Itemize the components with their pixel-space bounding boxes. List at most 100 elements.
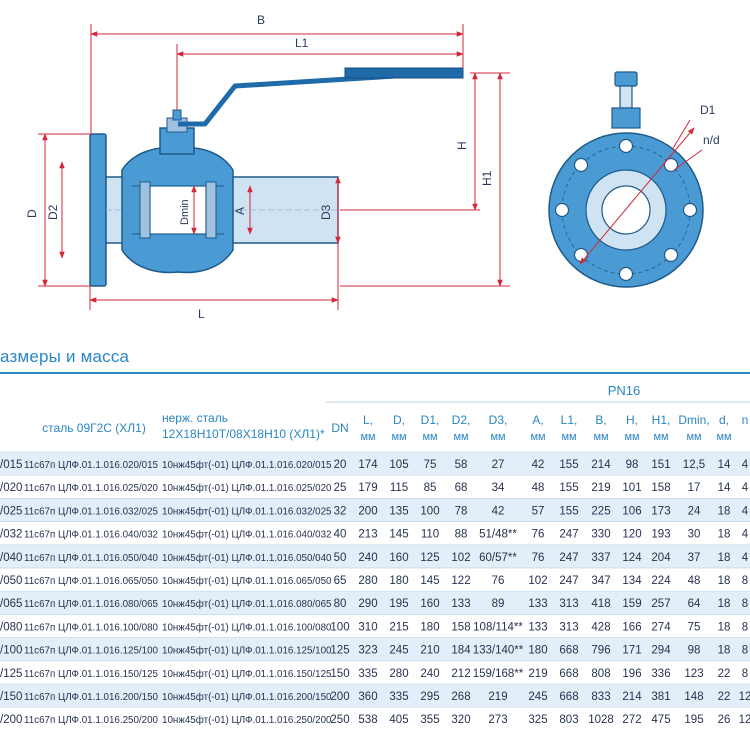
- table-cell: /025: [0, 505, 22, 517]
- valve-side-view: [89, 67, 464, 287]
- table-cell: 18: [718, 552, 731, 564]
- table-cell: 145: [420, 575, 439, 587]
- table-cell: 122: [451, 575, 470, 587]
- table-cell: 10нж45фт(-01) ЦЛФ.01.1.016.200/150: [162, 692, 332, 703]
- table-cell: 428: [591, 621, 610, 633]
- table-cell: 4: [742, 459, 749, 471]
- stem-top: [172, 109, 182, 121]
- table-cell: 257: [651, 598, 670, 610]
- label-Dmin: Dmin: [179, 199, 191, 225]
- table-cell: /015: [0, 459, 22, 471]
- label-H: H: [455, 141, 469, 150]
- table-cell: 24: [688, 505, 701, 517]
- table-cell: 17: [688, 482, 701, 494]
- table-cell: 85: [424, 482, 437, 494]
- label-B: B: [257, 13, 265, 27]
- table-cell: 294: [651, 645, 671, 657]
- table-cell: /080: [0, 621, 22, 633]
- section-title: азмеры и масса: [0, 347, 130, 366]
- table-cell: 337: [591, 552, 610, 564]
- table-cell: 4: [742, 529, 749, 541]
- table-cell: 179: [358, 482, 377, 494]
- header-stainless-2: 12Х18Н10Т/08Х18Н10 (ХЛ1)*: [162, 427, 325, 441]
- table-cell: 11с67п ЦЛФ.01.1.016.150/125: [24, 669, 159, 680]
- table-cell: 11с67п ЦЛФ.01.1.016.040/032: [24, 530, 158, 541]
- header-dim-label: D1,: [421, 413, 440, 427]
- header-dn: DN: [331, 421, 348, 435]
- table-cell: 475: [651, 714, 670, 726]
- table-cell: 166: [622, 621, 641, 633]
- table-cell: 808: [591, 668, 610, 680]
- table-cell: 280: [358, 575, 377, 587]
- header-steel: сталь 09Г2С (ХЛ1): [42, 421, 146, 435]
- table-cell: 272: [622, 714, 641, 726]
- table-cell: 12: [739, 714, 750, 726]
- label-L1: L1: [295, 36, 309, 50]
- handle-lever: [178, 69, 461, 127]
- table-cell: 295: [420, 691, 439, 703]
- table-cell: /020: [0, 482, 22, 494]
- table-cell: 102: [528, 575, 547, 587]
- table-cell: 8: [742, 575, 748, 587]
- seat-right: [205, 181, 217, 239]
- table-cell: 200: [358, 505, 377, 517]
- label-D1: D1: [700, 103, 716, 117]
- header-dim-label: H,: [626, 413, 638, 427]
- table-cell: 418: [591, 598, 610, 610]
- table-cell: 325: [528, 714, 547, 726]
- header-dim-label: D3,: [489, 413, 508, 427]
- label-D: D: [25, 209, 39, 218]
- table-cell: 10нж45фт(-01) ЦЛФ.01.1.016.020/015: [162, 460, 332, 471]
- title-divider: [0, 372, 750, 374]
- table-cell: /100: [0, 645, 22, 657]
- table-cell: 12,5: [683, 459, 705, 471]
- table-cell: 58: [455, 459, 468, 471]
- table-cell: 215: [389, 621, 408, 633]
- table-cell: 833: [591, 691, 610, 703]
- table-cell: 240: [358, 552, 377, 564]
- table-cell: 98: [626, 459, 639, 471]
- header-dim-unit: мм: [593, 431, 608, 443]
- table-cell: 11с67п ЦЛФ.01.1.016.025/020: [24, 483, 159, 494]
- table-cell: 124: [622, 552, 642, 564]
- table-cell: 310: [358, 621, 377, 633]
- table-cell: 273: [488, 714, 507, 726]
- table-cell: 245: [528, 691, 547, 703]
- table-cell: 34: [492, 482, 505, 494]
- dimension-labels: B L1 H H1 D D2 Dmin A D3 L: [25, 13, 494, 321]
- table-cell: 18: [718, 621, 731, 633]
- table-cell: 14: [718, 482, 731, 494]
- table-cell: 335: [358, 668, 377, 680]
- table-cell: 76: [492, 575, 505, 587]
- table-cell: 180: [420, 621, 439, 633]
- table-cell: 159/168**: [473, 668, 524, 680]
- table-cell: 133: [528, 598, 547, 610]
- table-cell: 11с67п ЦЛФ.01.1.016.250/200: [24, 715, 159, 726]
- table-cell: 68: [455, 482, 468, 494]
- table-cell: 247: [559, 552, 578, 564]
- table-cell: 10нж45фт(-01) ЦЛФ.01.1.016.050/040: [162, 553, 332, 564]
- pn-label: PN16: [608, 383, 641, 398]
- table-cell: 330: [591, 529, 610, 541]
- label-nd: n/d: [703, 133, 720, 147]
- table-cell: 158: [651, 482, 670, 494]
- table-cell: 60/57**: [479, 552, 517, 564]
- table-cell: 10нж45фт(-01) ЦЛФ.01.1.016.040/032: [162, 530, 332, 541]
- table-cell: 193: [651, 529, 670, 541]
- table-cell: 22: [718, 668, 731, 680]
- table-cell: /032: [0, 529, 22, 541]
- header-dim-unit: мм: [360, 431, 375, 443]
- table-cell: 148: [684, 691, 703, 703]
- table-cell: 133: [451, 598, 470, 610]
- table-cell: 80: [334, 598, 347, 610]
- table-cell: 125: [330, 645, 349, 657]
- handle-grip: [344, 67, 464, 79]
- table-cell: 88: [455, 529, 468, 541]
- table-cell: 538: [358, 714, 377, 726]
- table-cell: 30: [688, 529, 701, 541]
- table-cell: 10нж45фт(-01) ЦЛФ.01.1.016.150/125: [162, 669, 332, 680]
- header-dim-unit: мм: [422, 431, 437, 443]
- table-cell: 18: [718, 505, 731, 517]
- table-cell: 51/48**: [479, 529, 517, 541]
